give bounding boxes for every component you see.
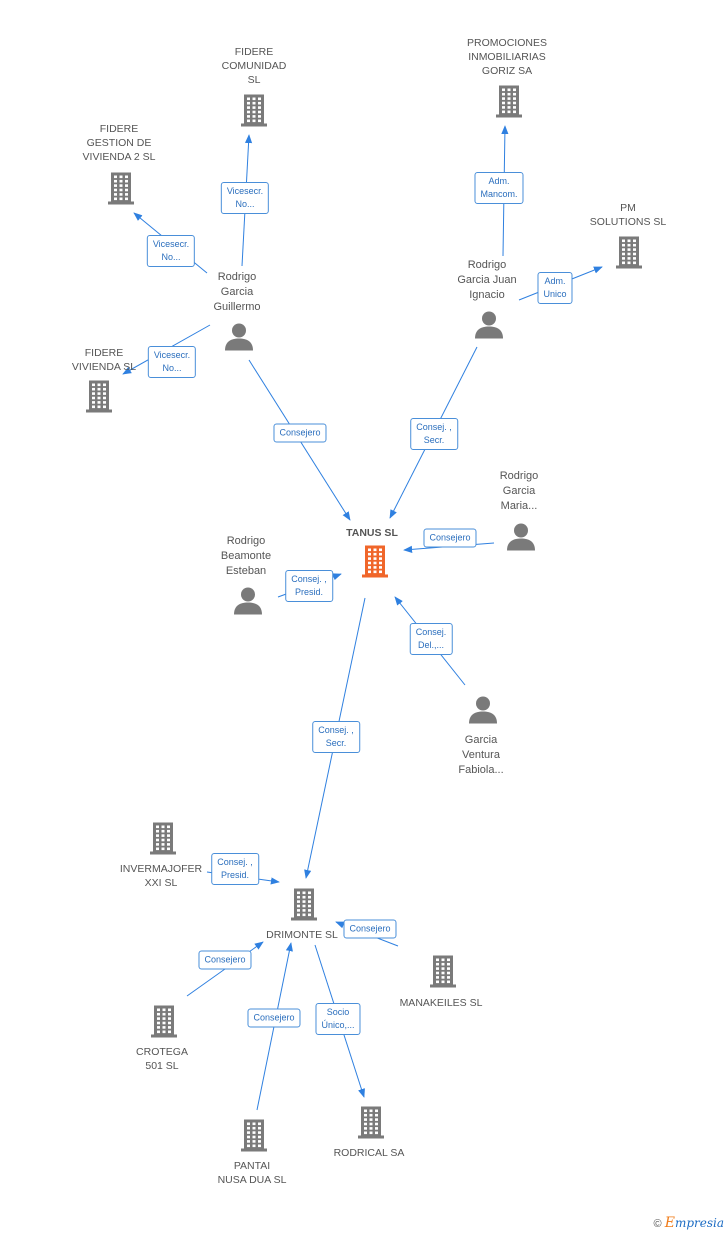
node-label[interactable]: Rodrigo Garcia Maria... <box>499 470 539 512</box>
brand-initial: E <box>664 1215 675 1231</box>
node-rg_guillermo[interactable] <box>224 322 254 357</box>
person-icon <box>507 523 535 551</box>
edge-label[interactable]: Vicesecr. No... <box>220 182 270 214</box>
edges-layer <box>122 125 603 1111</box>
node-label[interactable]: INVERMAJOFER XXI SL <box>119 863 203 889</box>
person-icon <box>234 587 262 615</box>
node-label[interactable]: FIDERE COMUNIDAD SL <box>221 46 287 86</box>
node-pantai[interactable] <box>241 1118 267 1157</box>
building-icon <box>291 888 317 921</box>
building-icon <box>150 822 176 855</box>
building-icon <box>496 85 522 118</box>
node-label[interactable]: PM SOLUTIONS SL <box>589 202 667 228</box>
copyright-symbol: © <box>653 1218 662 1230</box>
building-icon <box>430 955 456 988</box>
node-label[interactable]: Rodrigo Garcia Guillermo <box>213 271 261 313</box>
edge-label[interactable]: Adm. Mancom. <box>474 172 524 204</box>
edge-label[interactable]: Consej. , Presid. <box>211 853 259 885</box>
node-pm_solutions[interactable] <box>616 235 642 274</box>
edge-label[interactable]: Consej. , Presid. <box>285 570 333 602</box>
edge-label[interactable]: Adm. Unico <box>537 272 573 304</box>
edge-label[interactable]: Consej. , Secr. <box>312 721 360 753</box>
node-label[interactable]: DRIMONTE SL <box>266 929 338 941</box>
node-label[interactable]: FIDERE VIVIENDA SL <box>71 347 137 373</box>
building-icon <box>616 236 642 269</box>
node-fidere_vivienda[interactable] <box>86 379 112 418</box>
node-rg_maria[interactable] <box>506 522 536 557</box>
node-label[interactable]: PANTAI NUSA DUA SL <box>217 1160 287 1186</box>
edge-label[interactable]: Consejero <box>198 950 252 970</box>
node-label[interactable]: Rodrigo Beamonte Esteban <box>220 535 272 577</box>
building-icon <box>362 545 388 578</box>
node-rg_juan[interactable] <box>474 310 504 345</box>
node-label[interactable]: FIDERE GESTION DE VIVIENDA 2 SL <box>82 123 156 163</box>
building-icon <box>86 380 112 413</box>
edge-label[interactable]: Consej. , Secr. <box>410 418 458 450</box>
building-icon <box>358 1106 384 1139</box>
node-label[interactable]: CROTEGA 501 SL <box>136 1046 188 1072</box>
edge-label[interactable]: Vicesecr. No... <box>147 346 197 378</box>
node-drimonte[interactable] <box>291 887 317 926</box>
node-invermajofer[interactable] <box>150 821 176 860</box>
building-icon <box>241 1119 267 1152</box>
node-promociones[interactable] <box>496 84 522 123</box>
node-rodrical[interactable] <box>358 1105 384 1144</box>
person-icon <box>475 311 503 339</box>
node-manakeiles[interactable] <box>430 954 456 993</box>
building-icon <box>108 172 134 205</box>
node-rb_esteban[interactable] <box>233 586 263 621</box>
node-crotega[interactable] <box>151 1004 177 1043</box>
footer: © Empresia <box>654 1215 724 1231</box>
node-label[interactable]: RODRICAL SA <box>333 1147 405 1159</box>
building-icon <box>151 1005 177 1038</box>
edge-label[interactable]: Vicesecr. No... <box>146 235 196 267</box>
node-label[interactable]: PROMOCIONES INMOBILIARIAS GORIZ SA <box>467 37 547 77</box>
node-fidere_comunidad[interactable] <box>241 93 267 132</box>
edge-label[interactable]: Consejero <box>247 1008 301 1028</box>
node-label[interactable]: Garcia Ventura Fabiola... <box>458 734 504 776</box>
person-icon <box>469 696 497 724</box>
brand-name: mpresia <box>674 1216 724 1230</box>
node-tanus[interactable] <box>362 544 388 583</box>
building-icon <box>241 94 267 127</box>
node-label[interactable]: Rodrigo Garcia Juan Ignacio <box>457 259 517 301</box>
edge-label[interactable]: Socio Único,... <box>315 1003 361 1035</box>
edge-label[interactable]: Consejero <box>273 423 327 443</box>
person-icon <box>225 323 253 351</box>
node-label[interactable]: MANAKEILES SL <box>399 997 483 1009</box>
edge-label[interactable]: Consej. Del.,... <box>409 623 453 655</box>
edge-label[interactable]: Consejero <box>343 919 397 939</box>
brand-logo[interactable]: Empresia <box>664 1215 724 1231</box>
node-fidere_gestion[interactable] <box>108 171 134 210</box>
node-label[interactable]: TANUS SL <box>346 527 398 539</box>
node-gv_fabiola[interactable] <box>468 695 498 730</box>
edge-label[interactable]: Consejero <box>423 528 477 548</box>
